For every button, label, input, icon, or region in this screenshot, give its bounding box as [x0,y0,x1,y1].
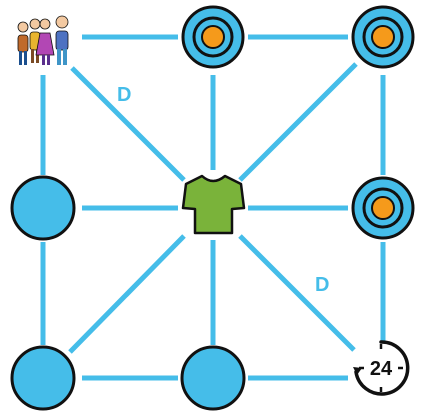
edge-diag-se [238,234,356,352]
node-bottom-middle [180,345,246,411]
clock-24-icon: 24 [353,340,410,396]
node-bottom-left [10,345,76,411]
node-top-middle [181,5,245,69]
edge-label-d-top: D [117,84,131,106]
node-top-right [351,5,415,69]
edge-diag-sw [68,234,186,354]
person-3 [35,18,55,65]
person-4 [55,15,69,65]
people-icon [17,15,69,65]
edge-diag-nw [70,66,186,182]
edge-diag-ne [238,62,358,182]
clock-24-label: 24 [370,358,393,380]
shirt-icon [181,174,246,235]
node-middle-left [10,175,76,241]
edges [40,34,386,381]
person-1 [17,21,29,65]
edge-label-d-bottom: D [315,274,329,296]
node-middle-right [351,176,415,240]
